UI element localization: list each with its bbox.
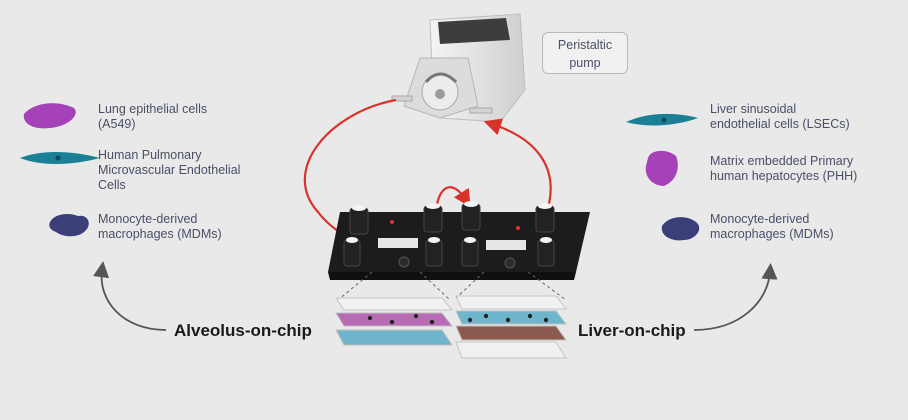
label-line: macrophages (MDMs) (710, 227, 834, 241)
pulmonary-endothelial-label: Human Pulmonary Microvascular Endothelia… (98, 148, 240, 193)
peristaltic-pump (391, 13, 526, 123)
alveolus-chip-layers (335, 297, 454, 346)
left-macrophage-label: Monocyte-derived macrophages (MDMs) (98, 212, 222, 242)
right-macrophage-label: Monocyte-derived macrophages (MDMs) (710, 212, 834, 242)
chip-platform (328, 201, 590, 280)
lsec-label: Liver sinusoidal endothelial cells (LSEC… (710, 102, 850, 132)
lung-epithelial-label: Lung epithelial cells (A549) (98, 102, 207, 132)
lung-epithelial-cell-icon (23, 103, 76, 129)
label-line: Lung epithelial cells (98, 102, 208, 116)
label-line: Human Pulmonary (98, 148, 202, 162)
label-line: Monocyte-derived (98, 212, 198, 226)
pump-label-line1: Peristaltic (557, 38, 613, 52)
hepatocyte-label: Matrix embedded Primary human hepatocyte… (710, 154, 857, 184)
label-line: Microvascular Endothelial (98, 163, 241, 177)
label-line: Cells (98, 178, 126, 192)
left-macrophage-icon (49, 214, 89, 237)
liver-chip-layers (455, 295, 568, 359)
label-line: Monocyte-derived (710, 212, 810, 226)
hepatocyte-icon (645, 150, 678, 186)
label-line: (A549) (98, 117, 136, 131)
exploded-view-guides (337, 271, 567, 301)
label-line: human hepatocytes (PHH) (710, 169, 858, 183)
pump-label: Peristaltic pump (542, 32, 628, 74)
liver-chip-label: Liver-on-chip (578, 321, 686, 340)
alveolus-chip-label: Alveolus-on-chip (174, 321, 312, 340)
label-line: macrophages (MDMs) (98, 227, 222, 241)
label-line: Matrix embedded Primary (710, 154, 854, 168)
right-curved-arrow (693, 263, 778, 331)
right-cell-icons (626, 113, 700, 241)
left-cell-icons (20, 103, 100, 237)
label-line: endothelial cells (LSECs) (710, 117, 850, 131)
pump-label-line2: pump (569, 56, 601, 70)
left-curved-arrow (93, 261, 167, 331)
right-macrophage-icon (661, 217, 700, 241)
label-line: Liver sinusoidal (710, 102, 797, 116)
